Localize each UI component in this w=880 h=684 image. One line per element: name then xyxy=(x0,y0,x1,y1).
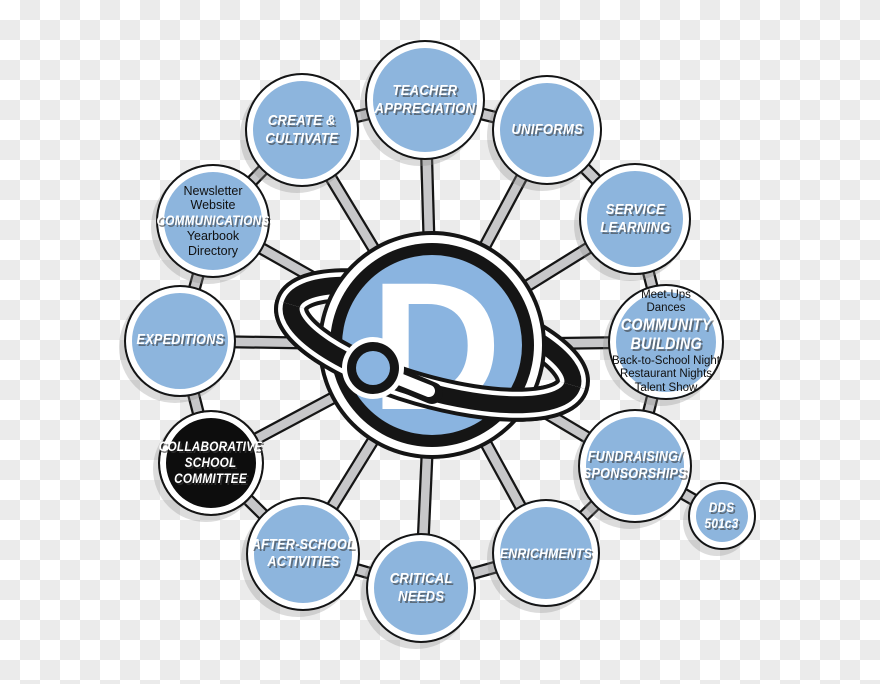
node-main-label: ENRICHMENTS xyxy=(500,545,592,562)
label-line: Newsletter xyxy=(183,183,243,198)
label-line: FUNDRAISING/ xyxy=(587,448,683,465)
node-uniforms: UNIFORMS xyxy=(492,75,602,185)
label-line: EXPEDITIONS xyxy=(136,332,224,349)
node-main-label: FUNDRAISING/SPONSORSHIPS xyxy=(583,449,687,483)
label-line: TEACHER xyxy=(392,82,458,100)
label-line: Restaurant Nights xyxy=(619,368,713,381)
label-line: SERVICE xyxy=(605,201,665,219)
node-enrichments: ENRICHMENTS xyxy=(492,499,600,607)
label-line: LEARNING xyxy=(599,219,671,236)
label-line: CREATE & xyxy=(268,112,336,130)
label-line: Talent Show xyxy=(634,381,698,394)
node-expeditions: EXPEDITIONS xyxy=(124,285,236,397)
label-line: Back-to-School Night xyxy=(611,354,721,367)
label-line: Yearbook xyxy=(186,228,240,243)
label-line: COMMITTEE xyxy=(174,470,248,486)
node-create-cultivate: CREATE &CULTIVATE xyxy=(245,73,359,187)
node-main-label: CREATE &CULTIVATE xyxy=(266,112,339,147)
label-line: SPONSORSHIPS xyxy=(582,466,688,482)
node-fundraising-sponsorships: FUNDRAISING/SPONSORSHIPS xyxy=(578,409,692,523)
label-line: BUILDING xyxy=(630,335,702,354)
label-line: Dances xyxy=(646,302,686,315)
label-line: SCHOOL xyxy=(185,455,237,471)
label-line: AFTER-SCHOOL xyxy=(251,536,355,553)
label-line: Website xyxy=(190,198,236,213)
label-line: ENRICHMENTS xyxy=(499,544,593,561)
label-line: Meet-Ups xyxy=(641,288,691,301)
node-main-label: EXPEDITIONS xyxy=(136,332,224,349)
label-line: Directory xyxy=(187,243,238,258)
node-main-label: UNIFORMS xyxy=(511,121,583,139)
label-line: CULTIVATE xyxy=(265,130,339,147)
label-line: APPRECIATION xyxy=(374,100,476,117)
label-line: ACTIVITIES xyxy=(267,554,340,570)
label-line: DDS xyxy=(709,500,735,516)
label-line: COLLABORATIVE xyxy=(159,439,263,455)
label-line: COMMUNICATIONS xyxy=(156,213,270,229)
satellite-icon xyxy=(342,337,404,399)
label-line: CRITICAL xyxy=(389,570,453,588)
label-line: COMMUNITY xyxy=(620,315,712,334)
node-main-label: COMMUNICATIONS xyxy=(156,213,269,229)
label-line: 501c3 xyxy=(705,516,739,531)
label-line: NEEDS xyxy=(397,588,445,605)
label-line: UNIFORMS xyxy=(511,121,583,139)
hub-logo: D xyxy=(274,231,590,459)
